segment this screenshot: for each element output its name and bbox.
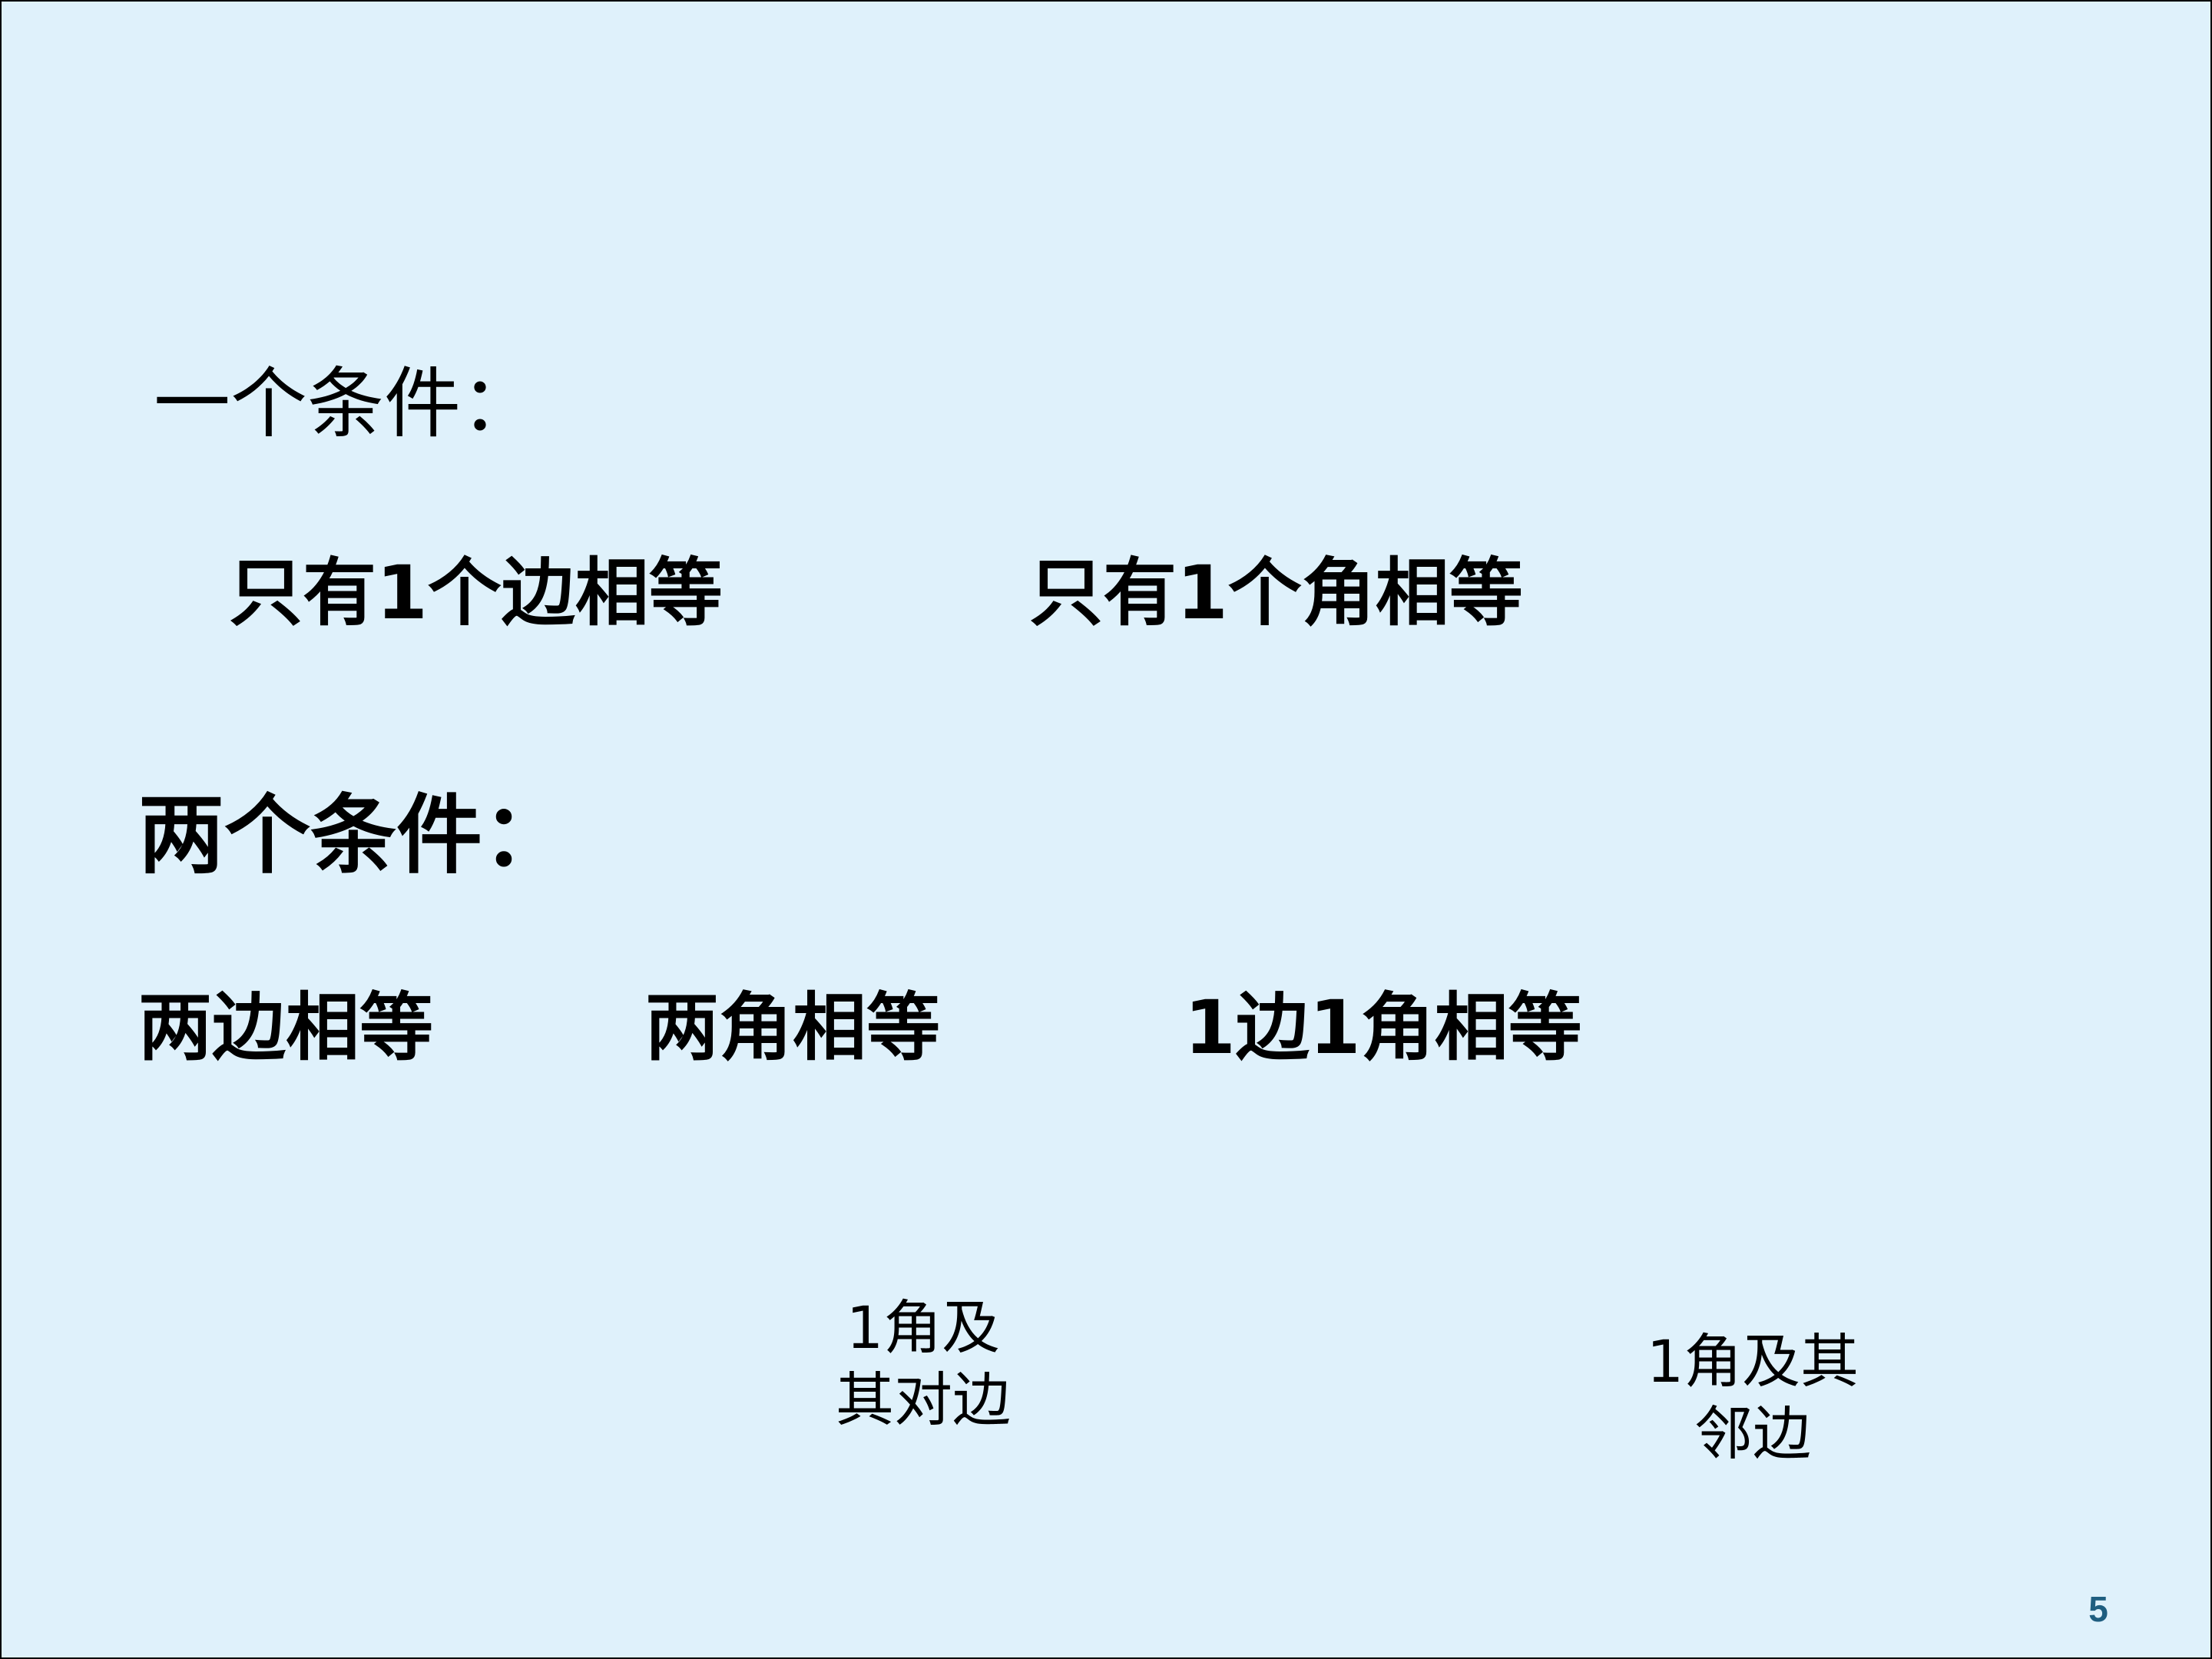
heading-two-conditions: 两个条件： bbox=[138, 786, 568, 886]
subcase-line: 1角及 bbox=[846, 1293, 1001, 1362]
heading-one-condition: 一个条件： bbox=[154, 359, 538, 449]
subcase-line: 其对边 bbox=[836, 1366, 1011, 1434]
option-side-and-angle-equal: 1边1角相等 bbox=[1184, 985, 1582, 1071]
option-one-side-equal: 只有1个边相等 bbox=[229, 550, 723, 636]
option-two-sides-equal: 两边相等 bbox=[138, 985, 433, 1071]
option-two-angles-equal: 两角相等 bbox=[645, 985, 940, 1071]
option-one-angle-equal: 只有1个角相等 bbox=[1029, 550, 1523, 636]
subcase-angle-opposite-side: 1角及 其对边 bbox=[793, 1292, 1054, 1436]
subcase-line: 邻边 bbox=[1694, 1399, 1811, 1468]
subcase-angle-adjacent-side: 1角及其 邻边 bbox=[1599, 1326, 1906, 1470]
subcase-line: 1角及其 bbox=[1646, 1327, 1859, 1396]
page-number: 5 bbox=[2088, 1589, 2108, 1629]
